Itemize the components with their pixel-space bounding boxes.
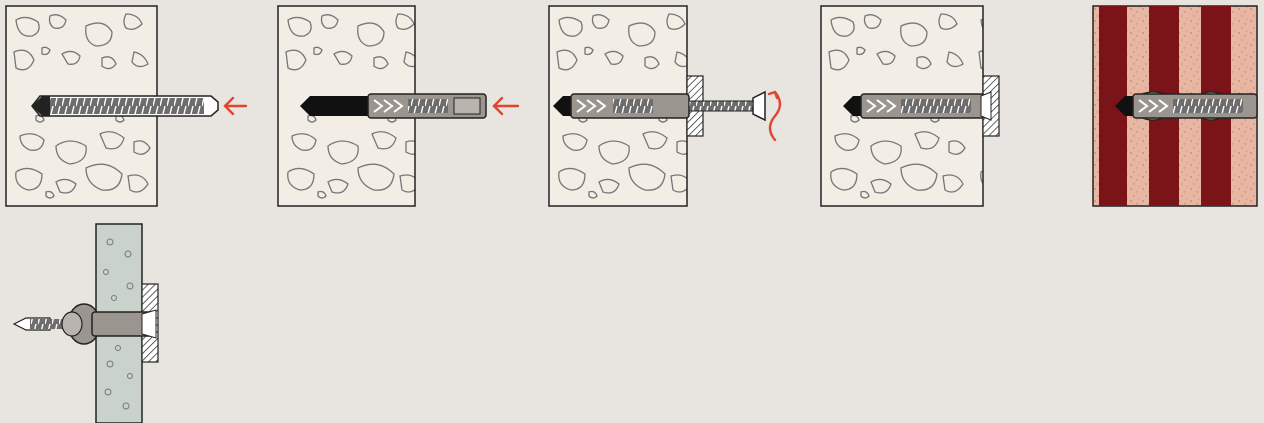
fixed-solid-diagram [821,6,1011,208]
fixed-brick-diagram [1093,6,1259,208]
drill-diagram [6,6,256,208]
step-drive-screw [549,6,799,208]
rotate-arrow-icon [769,92,780,140]
push-arrow-icon [225,98,246,114]
step-fixed-solid [821,6,1011,208]
wall-plug-icon [843,92,991,120]
step-drill-hole [6,6,256,208]
drill-hole [300,96,370,116]
push-arrow-icon [494,98,518,114]
step-fixed-brick [1093,6,1259,208]
wall-plug-icon [553,94,689,118]
wall-plug-icon [368,94,486,118]
step-fixed-board [10,224,170,423]
wall-plug-icon [1115,92,1257,120]
drill-bit-icon [32,96,218,116]
plug-diagram [278,6,528,208]
screw-diagram [549,6,799,208]
step-insert-plug [278,6,528,208]
fixed-board-diagram [10,224,170,423]
